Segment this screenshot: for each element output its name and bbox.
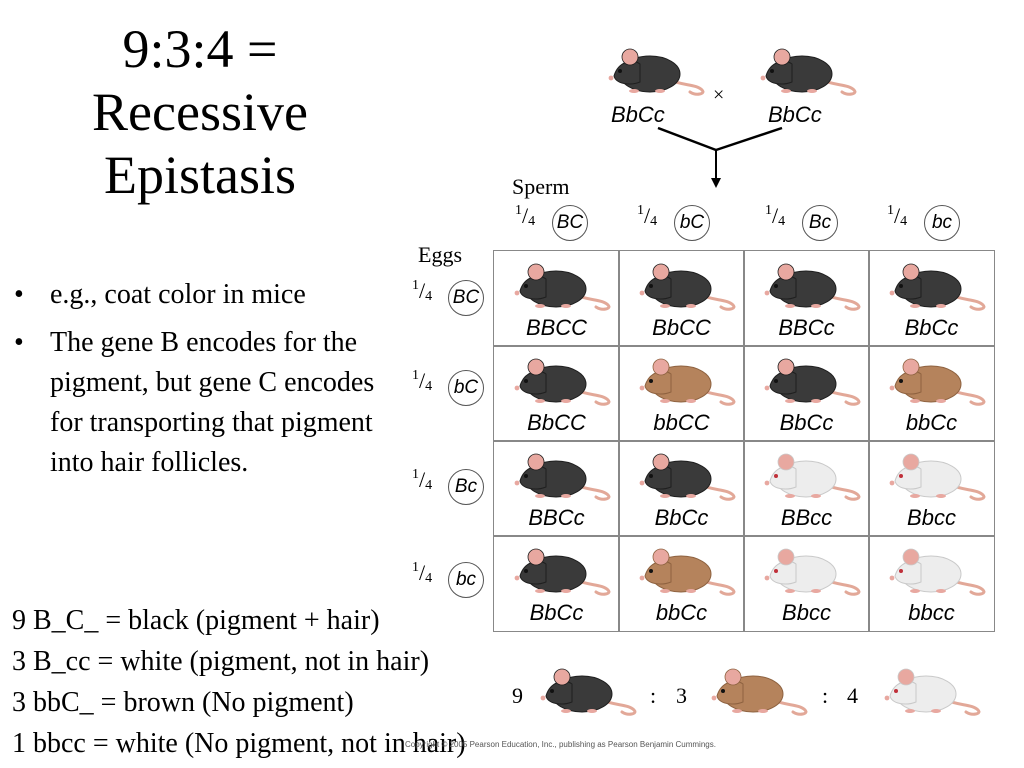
summary-line: 9 B_C_ = black (pigment + hair) [12,605,380,636]
punnett-cell: bbCc [869,346,994,441]
egg-gamete-circle: bc [448,562,484,598]
ratio-brown-mouse [711,668,808,716]
egg-fraction: 1/4 [412,278,433,304]
sperm-label: Sperm [512,174,570,199]
bullet-dot: • [14,279,24,310]
egg-fraction: 1/4 [412,368,433,394]
offspring-genotype: BBcc [780,505,833,530]
sperm-fraction: 1/4 [637,203,658,229]
white-mouse [764,548,861,596]
white-mouse [764,453,861,501]
offspring-genotype: BBCc [528,505,585,530]
offspring-genotype: Bbcc [782,600,831,625]
parent-1-genotype: BbCc [611,102,665,127]
punnett-cell: BbCC [494,346,619,441]
cross-arrow [657,126,783,188]
punnett-cell: BBCC [494,251,619,346]
offspring-genotype: bbCC [653,410,710,435]
offspring-genotype: BbCc [779,410,834,435]
punnett-cell: Bbcc [869,441,994,536]
egg-fraction: 1/4 [412,467,433,493]
bullet-list: • e.g., coat color in mice • The gene B … [12,275,392,491]
sperm-gamete-circle: bC [674,205,710,241]
black-mouse [514,358,611,406]
bullet-dot: • [14,327,24,358]
punnett-cell: BbCc [494,536,619,631]
egg-gamete-circle: BC [448,280,484,316]
punnett-cell: BbCc [869,251,994,346]
parent-2-genotype: BbCc [768,102,822,127]
ratio-black-mouse [540,668,637,716]
brown-mouse [639,358,736,406]
bullet-item: • The gene B encodes for the pigment, bu… [12,323,392,483]
offspring-genotype: BBCC [525,315,588,340]
egg-gamete-circle: Bc [448,469,484,505]
punnett-cell: BbCC [619,251,744,346]
white-mouse [889,453,986,501]
bullet-text: The gene B encodes for the pigment, but … [50,327,375,478]
black-mouse [514,453,611,501]
black-mouse [514,548,611,596]
punnett-cell: bbCC [619,346,744,441]
bullet-item: • e.g., coat color in mice [12,275,392,315]
offspring-genotype: BbCC [652,315,711,340]
black-mouse [514,263,611,311]
punnett-cell: Bbcc [744,536,869,631]
black-mouse [764,263,861,311]
offspring-genotype: BbCc [904,315,959,340]
punnett-cell: BBCc [494,441,619,536]
sperm-fraction: 1/4 [887,203,908,229]
egg-gamete-circle: bC [448,370,484,406]
punnett-cell: bbCc [619,536,744,631]
egg-fraction: 1/4 [412,560,433,586]
parent-mouse-2 [760,48,857,96]
offspring-genotype: BbCc [529,600,584,625]
punnett-cell: BBcc [744,441,869,536]
black-mouse [889,263,986,311]
offspring-genotype: BBCc [778,315,835,340]
sperm-gamete-circle: BC [552,205,588,241]
eggs-label: Eggs [418,242,462,267]
sperm-gamete-circle: Bc [802,205,838,241]
black-mouse [639,263,736,311]
white-mouse [889,548,986,596]
sperm-gamete-circle: bc [924,205,960,241]
cross-symbol: × [713,84,725,106]
offspring-genotype: bbCc [905,410,958,435]
ratio-separator: : [822,683,829,708]
ratio-white-count: 4 [847,683,858,708]
brown-mouse [889,358,986,406]
title-line-2: Recessive [92,82,308,142]
black-mouse [639,453,736,501]
offspring-genotype: BbCc [654,505,709,530]
parent-mouse-1 [608,48,705,96]
sperm-fraction: 1/4 [515,203,536,229]
copyright-notice: Copyright © 2005 Pearson Education, Inc.… [405,740,716,749]
punnett-cell: BBCc [744,251,869,346]
title-line-1: 9:3:4 = [122,19,278,79]
ratio-black-count: 9 [512,683,523,708]
phenotype-summary: 9 B_C_ = black (pigment + hair) 3 B_cc =… [12,600,612,764]
summary-line: 3 B_cc = white (pigment, not in hair) [12,646,430,677]
sperm-fraction: 1/4 [765,203,786,229]
ratio-white-mouse [884,668,981,716]
offspring-genotype: bbcc [908,600,955,625]
offspring-genotype: bbCc [655,600,708,625]
offspring-genotype: Bbcc [907,505,956,530]
title-line-3: Epistasis [103,145,296,205]
ratio-brown-count: 3 [676,683,687,708]
summary-line: 3 bbC_ = brown (No pigment) [12,687,354,718]
ratio-separator: : [650,683,657,708]
punnett-cell: BbCc [619,441,744,536]
bullet-text: e.g., coat color in mice [50,279,306,310]
black-mouse [764,358,861,406]
summary-line: 1 bbcc = white (No pigment, not in hair) [12,728,466,759]
offspring-genotype: BbCC [527,410,586,435]
punnett-cell: BbCc [744,346,869,441]
slide-title: 9:3:4 = Recessive Epistasis [40,18,360,207]
punnett-cell: bbcc [869,536,994,631]
brown-mouse [639,548,736,596]
